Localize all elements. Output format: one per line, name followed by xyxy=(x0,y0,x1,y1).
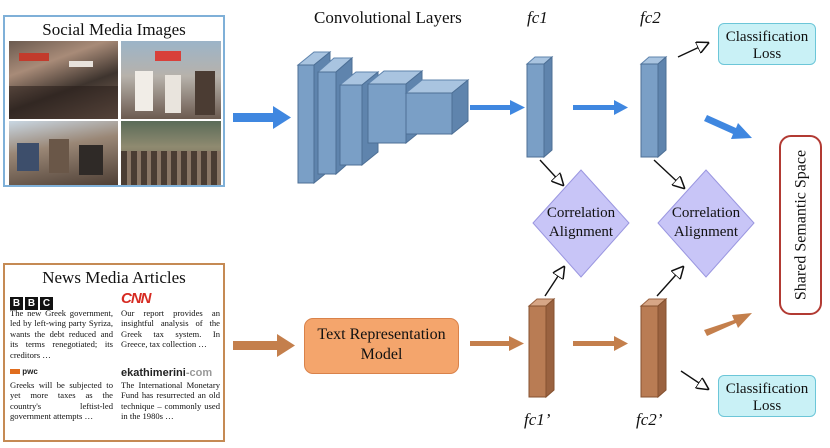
correlation-alignment-label-2: Correlation Alignment xyxy=(671,205,741,240)
orange-arrows xyxy=(233,313,752,357)
social-media-images-panel: Social Media Images xyxy=(3,15,225,187)
classification-loss-bottom: Classification Loss xyxy=(718,375,816,417)
protest-photo-top-left xyxy=(9,41,118,119)
news-media-title: News Media Articles xyxy=(42,268,186,287)
blue-arrows xyxy=(233,100,752,139)
thin-arrows xyxy=(539,43,708,389)
article-cnn: Our report provides an insightful analys… xyxy=(121,308,220,350)
shared-semantic-space-box: Shared Semantic Space xyxy=(779,135,822,315)
classification-loss-top: Classification Loss xyxy=(718,23,816,65)
correlation-alignment-diamond-2 xyxy=(657,169,755,278)
shared-semantic-space-label: Shared Semantic Space xyxy=(792,149,810,301)
fc1-prime-layer xyxy=(527,297,556,399)
fc2-prime-layer xyxy=(639,297,668,399)
fc1-prime-label: fc1’ xyxy=(524,410,551,429)
correlation-alignment-label-1: Correlation Alignment xyxy=(546,205,616,240)
article-bbc: The new Greek government, led by left-wi… xyxy=(10,308,113,360)
article-pwc: Greeks will be subjected to yet more tax… xyxy=(10,380,113,422)
protest-photo-top-right xyxy=(121,41,221,119)
fc1-layer xyxy=(525,55,554,159)
fc2-label: fc2 xyxy=(640,8,661,27)
fc2-layer xyxy=(639,55,668,159)
correlation-alignment-diamond-1 xyxy=(532,169,630,278)
protest-photo-bottom-left xyxy=(9,121,118,185)
protest-photo-bottom-right xyxy=(121,121,221,185)
cnn-logo: CNN xyxy=(121,290,151,307)
fc2-prime-label: fc2’ xyxy=(636,410,663,429)
social-media-title: Social Media Images xyxy=(42,20,186,39)
fc1-label: fc1 xyxy=(527,8,548,27)
article-ekathimerini: The International Monetary Fund has resu… xyxy=(121,380,220,422)
ekathimerini-logo: ekathimerini-com xyxy=(121,367,213,379)
convolutional-layers-label: Convolutional Layers xyxy=(314,8,462,27)
text-representation-model-box: Text Representation Model xyxy=(304,318,459,374)
conv-layers xyxy=(296,50,470,185)
pwc-logo: pwc xyxy=(10,367,38,376)
